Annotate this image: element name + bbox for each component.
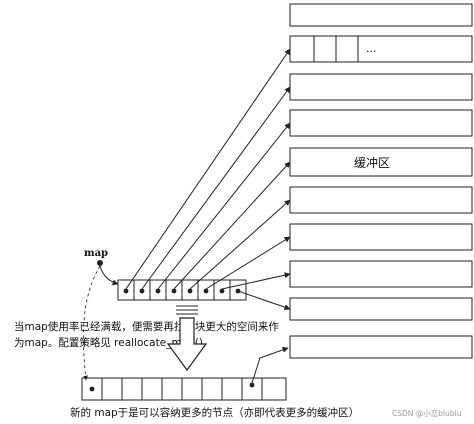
node-dot bbox=[171, 288, 177, 294]
buffer-9 bbox=[289, 297, 473, 321]
node-dot bbox=[155, 288, 161, 294]
node-dot bbox=[89, 386, 95, 392]
map-pointer-arrow bbox=[99, 265, 119, 286]
buffer-1 bbox=[289, 3, 473, 27]
buffer-label: 缓冲区 bbox=[354, 155, 390, 170]
node-pointer bbox=[205, 236, 291, 290]
node-dot bbox=[139, 288, 145, 294]
node-dot bbox=[249, 382, 255, 388]
node-pointer bbox=[125, 48, 291, 290]
map-pointer-dot bbox=[97, 260, 103, 266]
buffer-7 bbox=[289, 223, 473, 251]
buffer-5: 缓冲区 bbox=[289, 147, 473, 177]
buffer-2: ... bbox=[289, 35, 473, 63]
transition-arrow-icon bbox=[166, 305, 208, 372]
watermark: CSDN @小恋biubiu bbox=[392, 408, 462, 418]
buffer-4 bbox=[289, 109, 473, 137]
buffer-column: ... 缓冲区 bbox=[289, 3, 473, 359]
buffer-10 bbox=[289, 335, 473, 359]
buffer-3 bbox=[289, 73, 473, 101]
buffer-6 bbox=[289, 186, 473, 214]
node-dot bbox=[123, 288, 129, 294]
node-pointer bbox=[173, 161, 291, 290]
caption: 新的 map于是可以容纳更多的节点（亦即代表更多的缓冲区） bbox=[70, 406, 359, 419]
note-line-1: 当map使用率已经满载，便需要再找一块更大的空间来作 bbox=[14, 320, 279, 333]
buffer-ellipsis: ... bbox=[366, 42, 377, 55]
node-dot bbox=[187, 288, 193, 294]
node-pointer bbox=[141, 86, 291, 290]
node-dot bbox=[203, 288, 209, 294]
note-line-2: 为map。配置策略见 reallocate_map() bbox=[14, 336, 203, 349]
map-label: map bbox=[84, 248, 108, 259]
new-map bbox=[81, 346, 289, 401]
node-dot bbox=[219, 288, 225, 294]
old-map: map bbox=[84, 48, 291, 311]
map-relocation-curve bbox=[82, 265, 101, 381]
node-pointer bbox=[237, 290, 291, 311]
buffer-8 bbox=[289, 260, 473, 288]
node-pointer bbox=[251, 346, 289, 384]
node-pointer bbox=[189, 199, 291, 290]
node-pointer bbox=[157, 122, 291, 290]
node-pointer bbox=[221, 272, 291, 290]
